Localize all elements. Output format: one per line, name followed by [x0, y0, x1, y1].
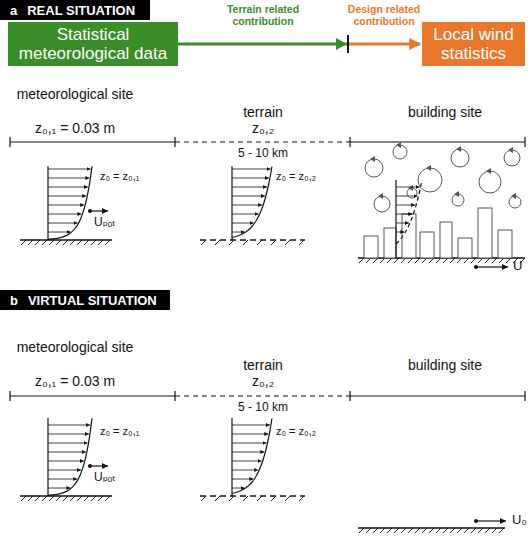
wind-profile [232, 418, 272, 496]
ground-hatch [200, 496, 305, 501]
roughness-value: z₀,₁ = 0.03 m [35, 120, 115, 136]
roughness-value: z₀,₂ [252, 120, 274, 136]
section-header: a REAL SITUATION [0, 0, 150, 20]
section-header: b VIRTUAL SITUATION [0, 290, 170, 310]
dimension-tick [524, 137, 525, 147]
contribution-label: Design related contribution [346, 3, 422, 27]
data-box: Statistical meteorological data [8, 22, 178, 66]
dimension-line [350, 395, 525, 396]
dimension-tick [9, 391, 10, 401]
node-text: VIRTUAL SITUATION [28, 293, 157, 308]
site-name: building site [408, 357, 482, 373]
dimension-line [175, 141, 350, 142]
wind-profile [48, 418, 92, 496]
eddy [374, 193, 390, 212]
dimension-line [10, 395, 175, 396]
dimension-tick [174, 391, 175, 401]
velocity-arrow [90, 465, 108, 466]
eddy [479, 168, 501, 193]
wind-profile [232, 166, 272, 240]
ground-hatch [200, 240, 305, 245]
building [402, 214, 416, 258]
site-name: terrain [243, 357, 283, 373]
building [458, 238, 472, 258]
wind-profile [48, 166, 92, 240]
eddy [504, 147, 520, 166]
velocity-label: U [513, 259, 522, 274]
dimension-tick [349, 137, 350, 147]
ground-hatch [20, 240, 112, 245]
dimension-tick [524, 391, 525, 401]
dimension-line [10, 141, 175, 142]
velocity-arrow [476, 520, 506, 521]
profile-label: z₀ = z₀,₂ [276, 170, 316, 183]
node-text: Local wind statistics [428, 25, 519, 63]
dimension-line [350, 141, 525, 142]
wind-profile [396, 180, 422, 258]
dimension-tick [9, 137, 10, 147]
dimension-label: 5 - 10 km [238, 401, 288, 415]
velocity-label: U₀ [512, 513, 527, 528]
site-name: building site [408, 104, 482, 120]
ground-hatch [20, 496, 112, 501]
eddy [451, 146, 469, 167]
node-text: b [10, 293, 18, 308]
eddy [509, 193, 521, 208]
arrow-head [336, 38, 347, 50]
velocity-label: Uₚₒₜ [94, 471, 116, 485]
node-text: REAL SITUATION [27, 3, 135, 18]
eddy [452, 191, 464, 206]
velocity-arrow [90, 210, 108, 211]
velocity-arrow [476, 266, 508, 267]
site-name: meteorological site [15, 339, 135, 355]
node-text: a [10, 3, 17, 18]
eddy [365, 156, 383, 177]
boundary-tick [347, 35, 349, 53]
dimension-line [175, 395, 350, 396]
building [478, 208, 492, 258]
eddy [393, 142, 407, 159]
site-name: terrain [243, 104, 283, 120]
profile-label: z₀ = z₀,₂ [276, 425, 316, 438]
dimension-tick [174, 137, 175, 147]
contribution-arrow [178, 43, 420, 46]
profile-label: z₀ = z₀,₁ [100, 170, 139, 183]
profile-label: z₀ = z₀,₁ [100, 425, 139, 438]
roughness-value: z₀,₁ = 0.03 m [35, 373, 115, 389]
eddy [418, 165, 442, 192]
velocity-label: Uₚₒₜ [94, 216, 116, 230]
building [420, 232, 434, 258]
building [384, 228, 396, 258]
building [364, 236, 378, 258]
contribution-label: Terrain related contribution [208, 3, 318, 27]
building [440, 222, 452, 258]
dimension-tick [349, 391, 350, 401]
building [498, 230, 512, 258]
roughness-value: z₀,₂ [252, 373, 274, 389]
node-text: Statistical meteorological data [14, 25, 172, 63]
site-name: meteorological site [15, 86, 135, 102]
ground-hatch [358, 258, 525, 263]
result-box: Local wind statistics [422, 22, 525, 66]
ground-hatch [358, 528, 505, 533]
dimension-label: 5 - 10 km [238, 147, 288, 161]
